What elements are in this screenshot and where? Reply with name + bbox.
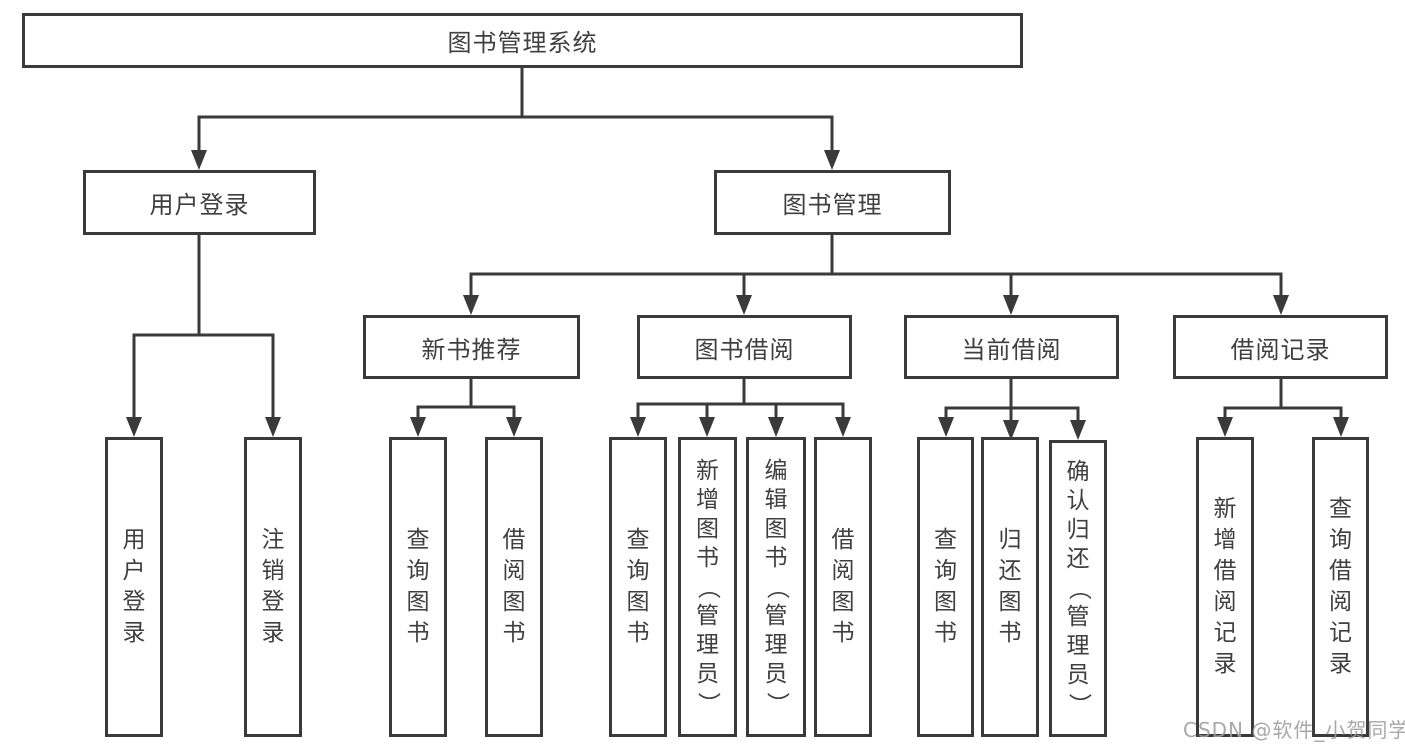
leaf-query-books-current: 查询图书 [917, 437, 974, 737]
leaf-query-books-borrow: 查询图书 [609, 437, 667, 737]
node-user-login: 用户登录 [83, 170, 316, 235]
leaf-query-books-recommend: 查询图书 [389, 437, 447, 737]
leaf-borrow-books-recommend: 借阅图书 [485, 437, 543, 737]
node-book-management: 图书管理 [714, 170, 951, 235]
leaf-add-book-admin: 新增图书（管理员） [678, 437, 737, 737]
watermark: CSDN @软件_小贺同学 [1183, 718, 1405, 742]
leaf-borrow-books: 借阅图书 [814, 437, 872, 737]
leaf-add-borrow-record: 新增借阅记录 [1196, 437, 1254, 737]
leaf-logout: 注销登录 [244, 437, 302, 737]
leaf-edit-book-admin: 编辑图书（管理员） [746, 437, 806, 737]
node-book-borrowing: 图书借阅 [637, 315, 852, 379]
node-current-borrowing: 当前借阅 [904, 315, 1119, 379]
leaf-query-borrow-record: 查询借阅记录 [1312, 437, 1369, 737]
leaf-confirm-return-admin: 确认归还（管理员） [1049, 440, 1107, 737]
leaf-return-books: 归还图书 [981, 437, 1039, 737]
leaf-user-login: 用户登录 [105, 437, 163, 737]
node-new-book-recommendation: 新书推荐 [363, 315, 580, 379]
node-borrowing-records: 借阅记录 [1173, 315, 1388, 379]
node-library-management-system: 图书管理系统 [22, 13, 1023, 68]
